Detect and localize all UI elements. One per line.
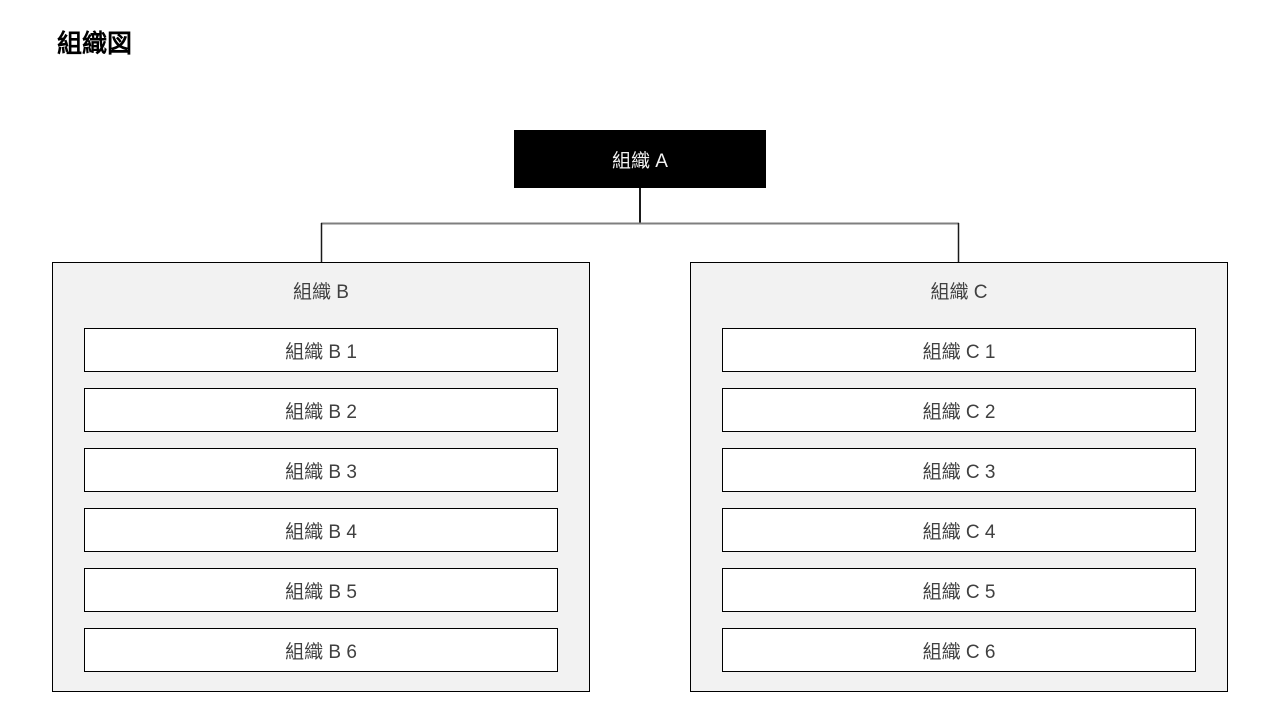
group-b-label: 組織 B — [293, 282, 349, 303]
group-b-container: 組織 B 組織 B 1 組織 B 2 組織 B 3 組織 B 4 組織 B 5 … — [52, 262, 590, 692]
group-c-container: 組織 C 組織 C 1 組織 C 2 組織 C 3 組織 C 4 組織 C 5 … — [690, 262, 1228, 692]
org-item-c6: 組織 C 6 — [722, 628, 1196, 672]
org-item-c1: 組織 C 1 — [722, 328, 1196, 372]
group-c-label: 組織 C — [930, 282, 988, 303]
org-item-b1: 組織 B 1 — [84, 328, 558, 372]
org-item-b6: 組織 B 6 — [84, 628, 558, 672]
org-a-label: 組織 A — [612, 150, 668, 172]
org-item-b4: 組織 B 4 — [84, 508, 558, 552]
page-title: 組織図 — [57, 30, 133, 58]
org-item-b3: 組織 B 3 — [84, 448, 558, 492]
org-item-c4: 組織 C 4 — [722, 508, 1196, 552]
org-item-b2: 組織 B 2 — [84, 388, 558, 432]
org-item-b5: 組織 B 5 — [84, 568, 558, 612]
org-item-c5: 組織 C 5 — [722, 568, 1196, 612]
org-item-c3: 組織 C 3 — [722, 448, 1196, 492]
org-a-node: 組織 A — [514, 130, 766, 188]
org-item-c2: 組織 C 2 — [722, 388, 1196, 432]
